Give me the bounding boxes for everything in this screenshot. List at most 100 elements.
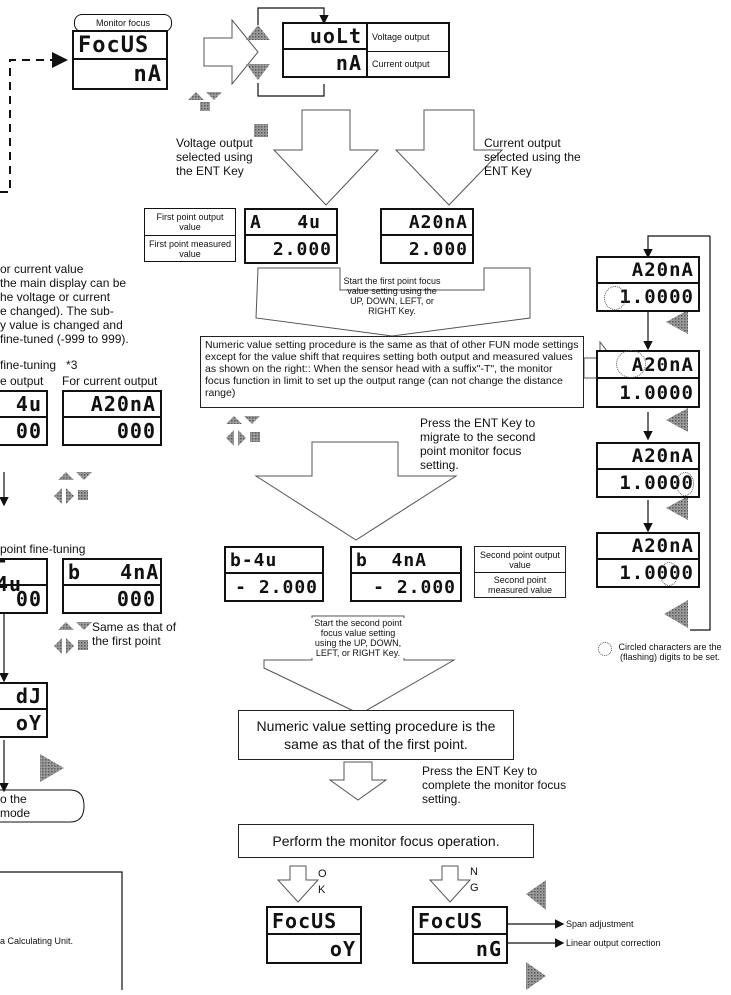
first-curr-top: A20nA — [382, 210, 472, 236]
left-text-5: y value is changed and — [0, 318, 123, 332]
r2-top: A20nA — [598, 352, 698, 379]
ng-label-n: N — [470, 866, 478, 878]
right-display-2: A20nA 1.0000 — [596, 350, 700, 408]
ok-top: FocUS — [268, 908, 360, 935]
bottom-left-frame — [0, 871, 123, 990]
r1-bottom: 1.0000 — [619, 286, 694, 308]
ld1-bottom: 00 — [15, 419, 42, 443]
left-text-3: he voltage or current — [0, 290, 111, 304]
left-display-2: A20nA 000 — [62, 390, 162, 446]
na-text: nA — [335, 51, 362, 75]
note-circle-icon — [598, 642, 612, 656]
select-labels-box: Voltage output Current output — [368, 22, 450, 78]
second-curr-top: b 4nA — [352, 548, 460, 574]
start-first-text: Start the first point focus value settin… — [343, 276, 441, 316]
left-display-3: - 4u 00 — [0, 548, 48, 614]
linear-correction-label: Linear output correction — [566, 938, 661, 948]
current-output-label: Current output — [372, 59, 430, 69]
second-volt-display: b-4u - 2.000 — [224, 546, 324, 602]
left-key-icon-3 — [666, 496, 688, 520]
hollow-arrow-down-voltage — [272, 109, 380, 206]
flash-circle-2 — [616, 350, 646, 378]
r4-top: A20nA — [598, 534, 698, 560]
left-key-icon-1 — [666, 310, 688, 334]
r3-bottom: 1.0000 — [619, 472, 694, 494]
calc-unit-text: a Calculating Unit. — [0, 936, 74, 946]
ld4-top: b 4nA — [64, 560, 160, 586]
second-output-label: Second point output value — [479, 550, 561, 570]
ok-display: FocUS oY — [266, 906, 362, 964]
voltage-selected-text: Voltage output selected using the ENT Ke… — [176, 136, 253, 178]
ld3-bottom: 00 — [15, 587, 42, 611]
key-cluster-1-icon — [188, 92, 222, 111]
hollow-arrow-down-ok — [276, 865, 320, 903]
hollow-arrow-down-after-same — [328, 761, 388, 801]
output-select-display: uoLt nA — [282, 22, 368, 78]
flash-circle-4 — [660, 562, 678, 586]
key-cluster-3-icon — [226, 416, 260, 446]
ok-label-k: K — [318, 884, 326, 896]
press-ent-complete-text: Press the ENT Key to complete the monito… — [422, 764, 567, 806]
hollow-arrow-down-first — [255, 267, 531, 337]
hollow-arrow-down-current — [394, 109, 504, 206]
dashed-return-arrow — [0, 52, 68, 193]
left-text-4: e changed). The sub- — [0, 304, 114, 318]
left-display-4: b 4nA 000 — [62, 558, 162, 614]
numeric-same-box: Numeric value setting procedure is the s… — [238, 710, 514, 760]
ng-top: FocUS — [414, 908, 506, 935]
left-display-5: dJ oY — [0, 682, 48, 738]
ng-bottom: nG — [475, 936, 502, 961]
hollow-arrow-down-second-pt — [254, 441, 458, 541]
finetune-text: fine-tuning *3 — [0, 358, 78, 372]
numeric-main-box: Numeric value setting procedure is the s… — [200, 336, 584, 408]
ld1-top: 4u — [0, 392, 46, 418]
ld4-bottom: 000 — [116, 587, 156, 611]
first-measured-label: First point measured value — [148, 239, 232, 259]
first-volt-top: A 4u — [246, 210, 336, 236]
left-key-icon-2 — [666, 408, 688, 432]
display-bottom-text: nA — [133, 61, 162, 87]
r4-bottom: 1.0000 — [619, 562, 694, 584]
r2-bottom: 1.0000 — [619, 381, 694, 404]
circled-note-text: Circled characters are the (flashing) di… — [618, 642, 722, 662]
first-output-label: First point output value — [156, 212, 224, 232]
left-text-6: fine-tuned (-999 to 999). — [0, 332, 129, 346]
ld3-top: - 4u — [0, 548, 46, 596]
focus-display: FocUS nA — [72, 30, 168, 90]
right-display-4: A20nA 1.0000 — [596, 532, 700, 588]
volt-text: uoLt — [284, 24, 366, 50]
hollow-arrow-right — [203, 18, 259, 86]
start-second-text: Start the second point focus value setti… — [310, 618, 406, 658]
second-volt-bottom: - 2.000 — [235, 576, 318, 598]
down-key-icon-ng — [526, 962, 546, 990]
ok-bottom: oY — [329, 936, 356, 961]
key-cluster-4-icon — [54, 472, 92, 504]
up-key-icon — [246, 25, 270, 40]
right-display-3: A20nA 1.0000 — [596, 442, 700, 498]
up-key-icon-ng — [526, 880, 546, 910]
first-curr-display: A20nA 2.000 — [380, 208, 474, 264]
first-volt-display: A 4u 2.000 — [244, 208, 338, 264]
voltage-output-label: Voltage output — [372, 32, 430, 42]
mode-text: mode — [0, 806, 31, 820]
second-point-labels: Second point output value Second point m… — [474, 546, 566, 598]
for-current-text: For current output — [62, 374, 158, 388]
ent-key-icon — [254, 124, 268, 137]
flash-circle-1 — [604, 286, 626, 310]
perform-box: Perform the monitor focus operation. — [238, 824, 534, 858]
r3-top: A20nA — [598, 444, 698, 470]
return-pill — [0, 789, 85, 823]
span-adjustment-label: Span adjustment — [566, 919, 634, 929]
first-volt-bottom: 2.000 — [272, 238, 332, 260]
first-curr-bottom: 2.000 — [408, 238, 468, 260]
ng-label-g: G — [470, 882, 479, 894]
second-curr-bottom: - 2.000 — [373, 576, 456, 598]
down-key-icon — [246, 64, 270, 80]
left-text-1: or current value — [0, 262, 84, 276]
ld5-bottom: oY — [15, 711, 42, 735]
left-key-icon-4 — [664, 600, 688, 628]
ok-label-o: O — [318, 868, 327, 880]
r1-top: A20nA — [598, 258, 698, 284]
to-the-text: o the — [0, 792, 27, 806]
